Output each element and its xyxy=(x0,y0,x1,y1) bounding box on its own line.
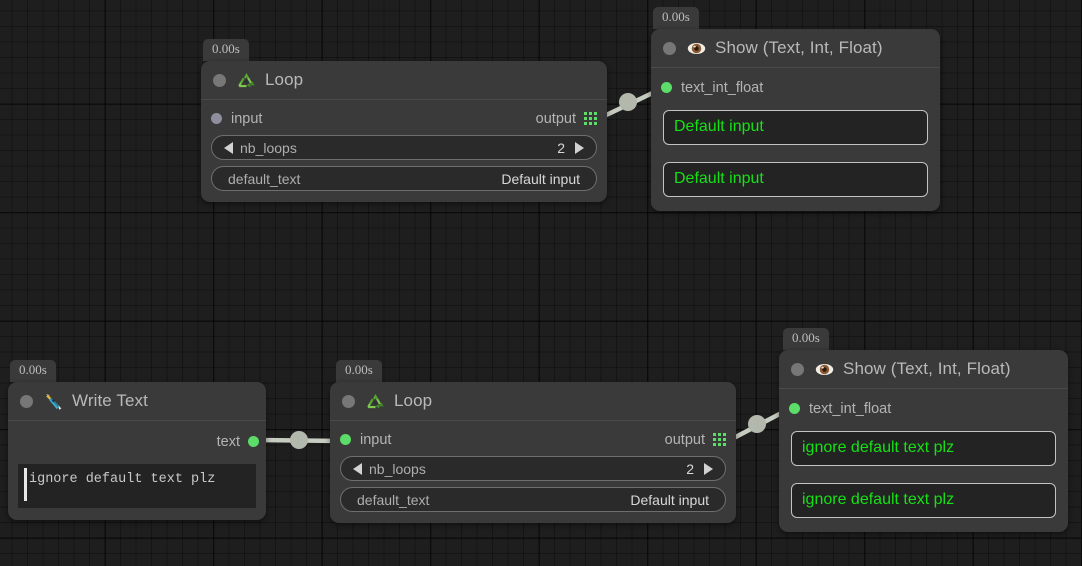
pen-nib-icon xyxy=(45,393,62,410)
input-port-label: text_int_float xyxy=(681,79,764,96)
node-status-dot[interactable] xyxy=(213,73,226,87)
output-port-dot[interactable] xyxy=(248,436,259,447)
grid-output-icon[interactable] xyxy=(713,433,726,446)
eye-icon xyxy=(815,363,834,375)
port-row: text_int_float xyxy=(789,398,1056,419)
node-title: Write Text xyxy=(72,391,148,410)
node-timing-badge: 0.00s xyxy=(783,328,829,350)
node-status-dot[interactable] xyxy=(791,362,804,376)
node-loop-top[interactable]: Loop input output nb_loops 2 default_tex… xyxy=(201,61,607,202)
node-body: text_int_float Default input Default inp… xyxy=(651,68,940,211)
node-loop-bottom[interactable]: Loop input output nb_loops 2 default_tex… xyxy=(330,382,736,523)
port-row: input output xyxy=(211,108,597,129)
port-row: text_int_float xyxy=(661,77,928,98)
node-timing-badge: 0.00s xyxy=(336,360,382,382)
node-status-dot[interactable] xyxy=(20,394,33,408)
field-label: default_text xyxy=(357,491,430,508)
stepper-increment-icon[interactable] xyxy=(704,462,713,475)
node-body: input output nb_loops 2 default_text Def… xyxy=(201,100,607,202)
node-timing-badge: 0.00s xyxy=(203,39,249,61)
node-status-dot[interactable] xyxy=(663,41,676,55)
input-port-label: input xyxy=(231,110,263,127)
node-body: text_int_float ignore default text plz i… xyxy=(779,389,1068,532)
node-header[interactable]: Write Text xyxy=(8,382,266,421)
node-header[interactable]: Loop xyxy=(201,61,607,100)
node-header[interactable]: Show (Text, Int, Float) xyxy=(779,350,1068,389)
field-value[interactable]: 2 xyxy=(686,460,694,477)
show-output-field[interactable]: ignore default text plz xyxy=(791,431,1056,466)
output-port-label: text xyxy=(216,433,240,450)
node-title: Loop xyxy=(394,391,433,410)
node-timing-badge: 0.00s xyxy=(653,7,699,29)
edge-handle-1[interactable] xyxy=(619,93,637,111)
edge-handle-3[interactable] xyxy=(748,415,766,433)
field-label: nb_loops xyxy=(240,139,297,156)
node-header[interactable]: Loop xyxy=(330,382,736,421)
field-label: default_text xyxy=(228,170,301,187)
node-show-bottom[interactable]: Show (Text, Int, Float) text_int_float i… xyxy=(779,350,1068,532)
input-port-dot[interactable] xyxy=(661,82,672,93)
field-nb-loops-stepper[interactable]: nb_loops 2 xyxy=(340,456,726,481)
show-output-field[interactable]: Default input xyxy=(663,110,928,145)
field-default-text[interactable]: default_text Default input xyxy=(340,487,726,512)
input-port-dot[interactable] xyxy=(211,113,222,124)
stepper-decrement-icon[interactable] xyxy=(353,462,362,475)
stepper-increment-icon[interactable] xyxy=(575,141,584,154)
node-body: input output nb_loops 2 default_text Def… xyxy=(330,421,736,523)
node-status-dot[interactable] xyxy=(342,394,355,408)
node-header[interactable]: Show (Text, Int, Float) xyxy=(651,29,940,68)
node-show-top[interactable]: Show (Text, Int, Float) text_int_float D… xyxy=(651,29,940,211)
field-nb-loops-stepper[interactable]: nb_loops 2 xyxy=(211,135,597,160)
input-port-dot[interactable] xyxy=(340,434,351,445)
input-port-label: input xyxy=(360,431,392,448)
node-title: Show (Text, Int, Float) xyxy=(715,38,883,57)
text-caret xyxy=(24,468,27,501)
grid-output-icon[interactable] xyxy=(584,112,597,125)
field-label: nb_loops xyxy=(369,460,426,477)
field-value[interactable]: Default input xyxy=(501,170,580,187)
field-default-text[interactable]: default_text Default input xyxy=(211,166,597,191)
field-value[interactable]: Default input xyxy=(630,491,709,508)
node-body: text ignore default text plz xyxy=(8,421,266,520)
output-port-label: output xyxy=(664,431,705,448)
stepper-decrement-icon[interactable] xyxy=(224,141,233,154)
write-text-editor[interactable]: ignore default text plz xyxy=(18,464,256,508)
node-title: Loop xyxy=(265,70,304,89)
port-row: text xyxy=(18,431,259,452)
input-port-dot[interactable] xyxy=(789,403,800,414)
node-write-text[interactable]: Write Text text ignore default text plz xyxy=(8,382,266,520)
port-row: input output xyxy=(340,429,726,450)
eye-icon xyxy=(687,42,706,54)
edge-handle-2[interactable] xyxy=(290,431,308,449)
output-port-label: output xyxy=(535,110,576,127)
recycle-icon xyxy=(367,393,384,408)
show-output-field[interactable]: ignore default text plz xyxy=(791,483,1056,518)
input-port-label: text_int_float xyxy=(809,400,892,417)
show-output-field[interactable]: Default input xyxy=(663,162,928,197)
write-text-value[interactable]: ignore default text plz xyxy=(29,472,216,487)
field-value[interactable]: 2 xyxy=(557,139,565,156)
node-timing-badge: 0.00s xyxy=(10,360,56,382)
node-title: Show (Text, Int, Float) xyxy=(843,359,1011,378)
recycle-icon xyxy=(238,72,255,87)
